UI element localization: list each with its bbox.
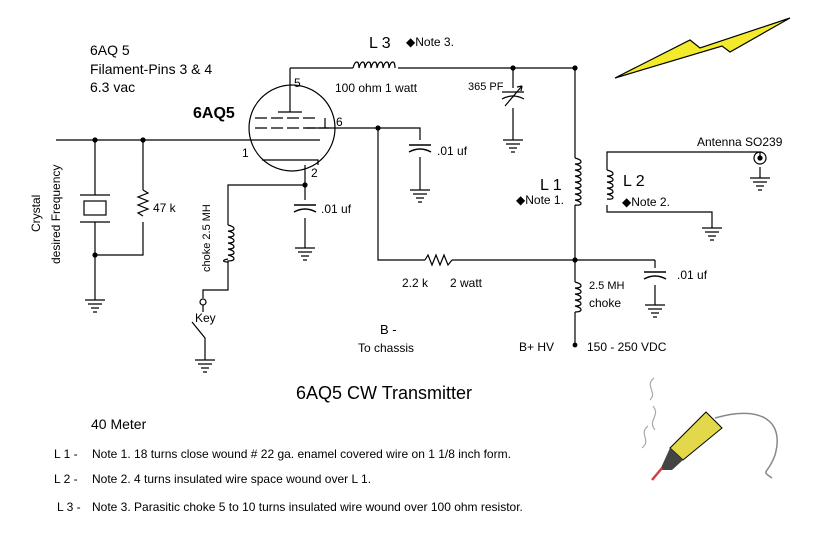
antenna-label: Antenna SO239 bbox=[697, 135, 783, 149]
note-ref-l3: L 3 - bbox=[57, 500, 81, 514]
crystal-icon bbox=[80, 194, 110, 223]
junction-dots bbox=[92, 65, 578, 348]
key-icon bbox=[199, 298, 207, 312]
lightning-bolt-icon bbox=[614, 17, 791, 79]
r22k-power: 2 watt bbox=[450, 276, 483, 290]
pin1-label: 1 bbox=[242, 146, 249, 160]
bminus-label-1: B - bbox=[380, 322, 397, 337]
l3-resistor-label: 100 ohm 1 watt bbox=[335, 81, 418, 95]
capacitor-plate-icon bbox=[408, 144, 432, 153]
pin5-label: 5 bbox=[294, 76, 301, 90]
crystal-label-2: desired Frequency bbox=[49, 165, 63, 264]
capacitor-cathode-icon bbox=[293, 204, 317, 213]
cap-plate-label: .01 uf bbox=[437, 144, 468, 158]
band-label: 40 Meter bbox=[91, 416, 147, 432]
r22k-value: 2.2 k bbox=[402, 276, 429, 290]
l1-coil-icon bbox=[574, 157, 582, 206]
choke-supply-label-1: 2.5 MH bbox=[589, 280, 625, 292]
crystal-label-1: Crystal bbox=[29, 195, 43, 232]
variable-capacitor-icon bbox=[501, 85, 525, 107]
tube-name-header: 6AQ 5 bbox=[90, 42, 130, 58]
cap-supply-label: .01 uf bbox=[677, 268, 708, 282]
capacitor-supply-icon bbox=[643, 271, 667, 280]
choke-supply-label-2: choke bbox=[589, 296, 621, 310]
wires bbox=[56, 67, 761, 360]
choke-cathode-icon bbox=[222, 224, 235, 263]
note-text-l3: Note 3. Parasitic choke 5 to 10 turns in… bbox=[92, 500, 523, 514]
r47k-label: 47 k bbox=[153, 201, 177, 215]
ground-icons bbox=[85, 139, 770, 373]
l1-note: ◆Note 1. bbox=[516, 193, 564, 207]
choke-cathode-label: choke 2.5 MH bbox=[201, 204, 213, 272]
pin6-label: 6 bbox=[336, 115, 343, 129]
soldering-iron-icon bbox=[641, 377, 778, 481]
resistor-47k-icon bbox=[136, 189, 150, 217]
voltage-label: 6.3 vac bbox=[90, 79, 135, 95]
l3-label: L 3 bbox=[369, 35, 391, 52]
l2-note: ◆Note 2. bbox=[622, 195, 670, 209]
bminus-label-2: To chassis bbox=[358, 341, 414, 355]
tube-6aq5 bbox=[248, 84, 336, 172]
note-ref-l2: L 2 - bbox=[54, 472, 78, 486]
note-text-l2: Note 2. 4 turns insulated wire space wou… bbox=[92, 472, 371, 486]
l1-label: L 1 bbox=[540, 177, 562, 194]
cap365-label: 365 PF bbox=[468, 81, 504, 93]
l2-coil-icon bbox=[606, 169, 614, 200]
key-label: Key bbox=[195, 311, 216, 325]
resistor-2k2-icon bbox=[424, 253, 453, 267]
cap-cathode-label: .01 uf bbox=[321, 202, 352, 216]
tube-label: 6AQ5 bbox=[193, 105, 235, 122]
l2-label: L 2 bbox=[623, 173, 645, 190]
filament-label: Filament-Pins 3 & 4 bbox=[90, 61, 212, 77]
l3-coil bbox=[352, 61, 396, 69]
supply-voltage-label: 150 - 250 VDC bbox=[587, 340, 667, 354]
bplus-label: B+ HV bbox=[519, 340, 554, 354]
note-text-l1: Note 1. 18 turns close wound # 22 ga. en… bbox=[92, 447, 511, 461]
page-title: 6AQ5 CW Transmitter bbox=[296, 383, 472, 403]
note-ref-l1: L 1 - bbox=[54, 447, 78, 461]
choke-supply-icon bbox=[574, 281, 582, 313]
pin2-label: 2 bbox=[311, 166, 318, 180]
antenna-connector-icon bbox=[753, 151, 767, 165]
l3-note: ◆Note 3. bbox=[406, 35, 454, 49]
